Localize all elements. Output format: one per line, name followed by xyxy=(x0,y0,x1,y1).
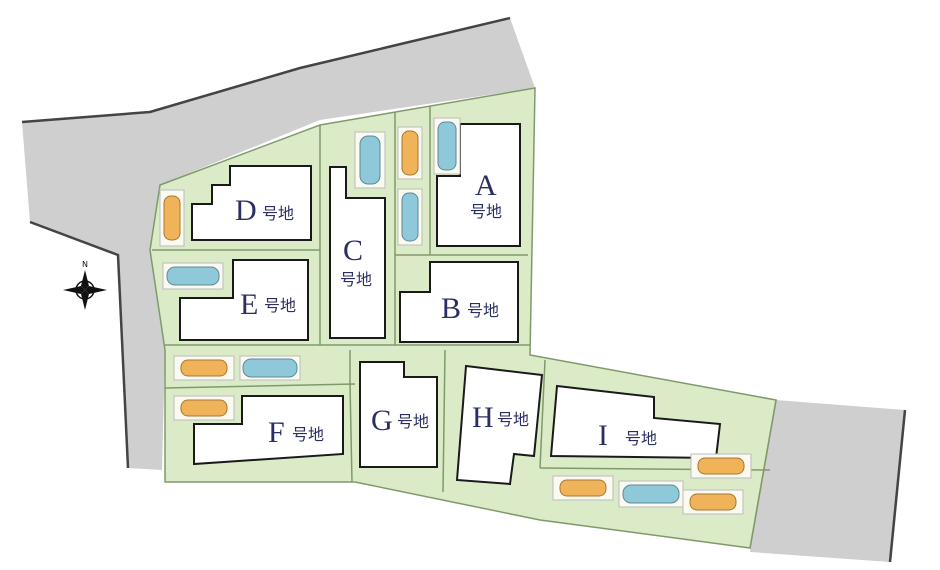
building-lot-h xyxy=(455,364,544,486)
car-icon xyxy=(682,489,744,515)
car-icon xyxy=(618,480,684,508)
building-lot-a xyxy=(436,123,521,247)
car-icon xyxy=(173,355,235,381)
car-icon xyxy=(354,131,386,189)
lot-b-suffix: 号地 xyxy=(467,301,499,320)
lot-h-letter: H xyxy=(472,401,494,434)
lot-labels: A 号地 B 号地 C 号地 D 号地 E 号地 F 号地 G 号地 H 号地 … xyxy=(235,169,657,452)
car-icon xyxy=(162,262,224,290)
car-icon xyxy=(159,189,185,247)
compass-north-label: N xyxy=(82,260,88,269)
lot-c-suffix: 号地 xyxy=(340,270,372,289)
lot-f-suffix: 号地 xyxy=(292,425,324,444)
lot-e-letter: E xyxy=(240,288,258,321)
lot-e-suffix: 号地 xyxy=(264,296,296,315)
road-edge-west xyxy=(29,220,130,469)
road-edge-east xyxy=(888,409,907,563)
lot-c-letter: C xyxy=(343,234,363,267)
car-icon xyxy=(690,453,752,479)
building-lot-e xyxy=(179,259,309,341)
building-lot-b xyxy=(399,261,519,343)
compass-rose-icon: N xyxy=(63,260,107,310)
building-lot-i xyxy=(549,384,722,460)
car-icon xyxy=(397,188,423,246)
road-edge xyxy=(21,16,511,124)
lot-boundaries xyxy=(152,106,771,493)
lot-i-letter: I xyxy=(598,419,608,452)
parking-spaces xyxy=(159,117,752,515)
lot-h-suffix: 号地 xyxy=(497,410,529,429)
building-lot-f xyxy=(193,395,344,466)
lot-a-suffix: 号地 xyxy=(470,202,502,221)
building-lot-c xyxy=(329,166,386,339)
lot-g-letter: G xyxy=(371,404,393,437)
road-north-west xyxy=(22,18,535,470)
building-lot-d xyxy=(191,165,312,241)
building-lot-g xyxy=(359,361,438,468)
car-icon xyxy=(397,126,423,180)
lot-f-letter: F xyxy=(268,416,285,449)
lot-i-suffix: 号地 xyxy=(625,429,657,448)
lot-b-letter: B xyxy=(441,292,461,325)
car-icon xyxy=(433,117,461,175)
car-icon xyxy=(173,395,235,421)
car-icon xyxy=(552,475,614,501)
road-south-east xyxy=(750,400,905,562)
car-icon xyxy=(239,355,301,381)
lot-a-letter: A xyxy=(475,169,497,202)
lot-g-suffix: 号地 xyxy=(397,412,429,431)
lot-d-letter: D xyxy=(235,194,257,227)
lot-d-suffix: 号地 xyxy=(262,204,294,223)
